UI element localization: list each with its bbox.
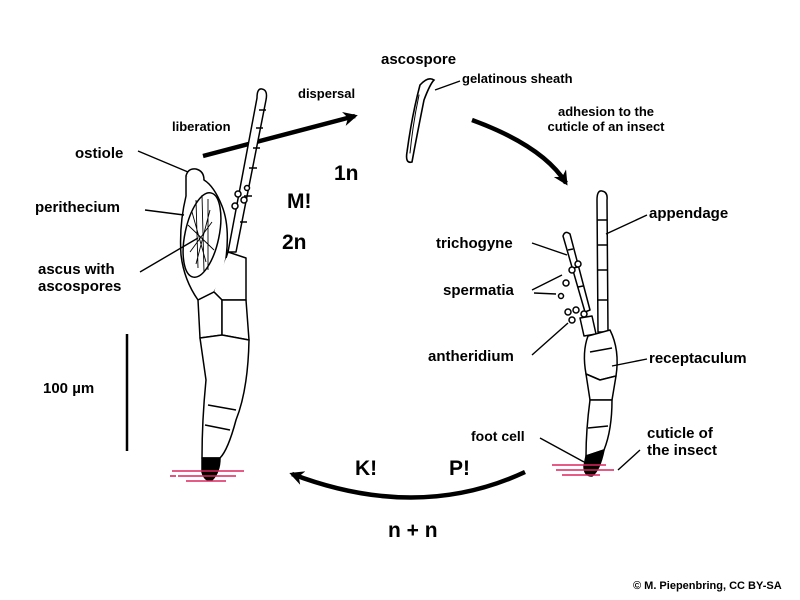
cuticle-right <box>552 464 614 476</box>
label-ascus: ascus with ascospores <box>38 261 121 296</box>
cuticle-left <box>170 470 244 482</box>
phase-meiosis: M! <box>287 190 312 213</box>
label-antheridium: antheridium <box>428 348 514 365</box>
label-appendage: appendage <box>649 205 729 222</box>
phase-diploid: 2n <box>282 231 307 254</box>
label-adhesion-line2: cuticle of an insect <box>547 118 665 134</box>
label-ascus-line2: ascospores <box>38 278 122 296</box>
phase-karyogamy: K! <box>355 457 378 480</box>
label-ostiole: ostiole <box>75 145 124 162</box>
phase-dikaryon: n + n <box>388 519 438 542</box>
leader-lines <box>137 150 648 471</box>
label-gelatinous-sheath: gelatinous sheath <box>462 71 573 86</box>
return-arrow <box>289 469 526 500</box>
label-perithecium: perithecium <box>35 199 121 216</box>
adhesion-arrow <box>471 117 568 186</box>
label-adhesion-line1: adhesion to the <box>557 104 655 119</box>
label-adhesion: adhesion to the cuticle of an insect <box>541 104 671 135</box>
gelatinous-sheath-leader <box>434 80 461 91</box>
ascospore-drawing <box>405 78 436 164</box>
phase-haploid: 1n <box>334 162 359 185</box>
label-ascospore: ascospore <box>381 51 457 68</box>
label-ascus-line1: ascus with <box>38 261 115 278</box>
label-cuticle-line1: cuticle of <box>647 425 713 442</box>
label-dispersal: dispersal <box>298 86 356 101</box>
label-cuticle: cuticle of the insect <box>647 425 717 460</box>
label-receptaculum: receptaculum <box>649 350 747 367</box>
mature-thallus <box>179 88 268 482</box>
phase-plasmogamy: P! <box>449 457 470 480</box>
young-thallus <box>557 190 618 477</box>
label-trichogyne: trichogyne <box>436 235 513 252</box>
label-liberation: liberation <box>172 119 231 134</box>
label-spermatia: spermatia <box>443 282 514 299</box>
copyright-credit: © M. Piepenbring, CC BY-SA <box>633 580 782 592</box>
label-foot-cell: foot cell <box>471 428 525 444</box>
label-scale: 100 µm <box>43 380 95 397</box>
label-cuticle-line2: the insect <box>647 442 718 460</box>
dispersal-arrow <box>202 111 358 159</box>
